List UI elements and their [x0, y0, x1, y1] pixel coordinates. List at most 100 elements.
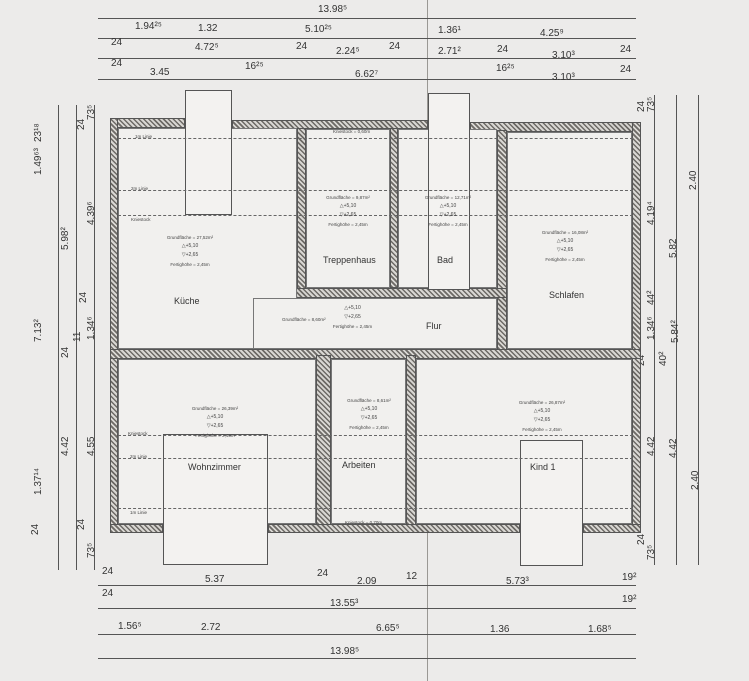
dim-label: 13.98⁵ — [330, 646, 360, 657]
finished-height: Fertighöhe = 2,45m — [195, 433, 235, 438]
dim-label: 6.65⁵ — [376, 623, 400, 634]
room-name: Bad — [437, 255, 454, 265]
dim-label: 23¹⁸ — [33, 123, 44, 142]
dim-label: 2.40 — [688, 170, 699, 190]
eaves-height: ▽+2,65 — [556, 247, 574, 253]
dim-label: 24 — [60, 346, 71, 358]
room-area: Grundfläche = 16,08m² — [541, 230, 589, 235]
line-label: 1m Linie — [130, 510, 148, 515]
room-arbeiten — [331, 359, 406, 524]
eaves-height: ▽+2,65 — [533, 417, 551, 423]
ridge-height: △+5,10 — [360, 406, 378, 412]
finished-height: Fertighöhe = 2,45m — [170, 262, 210, 267]
room-treppenhaus — [306, 129, 390, 288]
room-info-bad: Grundfläche = 12,71m² △+5,10 ▽+2,65 Fert… — [408, 193, 488, 229]
dim-label: 1.36¹ — [438, 25, 461, 36]
room-area: Grundfläche = 12,71m² — [424, 195, 472, 200]
dim-label: 4.42 — [646, 436, 657, 456]
dim-label: 2.24⁵ — [336, 46, 360, 57]
dim-label: 5.82 — [668, 238, 679, 258]
line-label: Kniestock — [131, 217, 151, 222]
eaves-height: ▽+2,65 — [439, 212, 457, 218]
dim-label: 24 — [620, 44, 632, 55]
dim-label: 5.98² — [60, 227, 71, 250]
dim-label: 73⁵ — [86, 104, 97, 120]
line-label: 2m Linie — [130, 454, 148, 459]
dim-label: 16²⁵ — [496, 63, 515, 74]
dim-label: 40² — [658, 351, 669, 366]
room-info-schlafen: Grundfläche = 16,08m² △+5,10 ▽+2,65 Fert… — [525, 228, 605, 264]
room-info-kueche: Grundfläche = 27,52m² △+5,10 ▽+2,65 Fert… — [150, 233, 230, 269]
dim-label: 19² — [622, 594, 637, 605]
ridge-height: △+5,10 — [533, 408, 551, 414]
dim-label: 24 — [76, 518, 87, 530]
dim-label: 73⁵ — [86, 542, 97, 558]
dim-label: 24 — [111, 37, 123, 48]
dim-label: 24 — [636, 533, 647, 545]
finished-height: Fertighöhe = 2,45m — [545, 257, 585, 262]
dim-label: 24 — [102, 566, 114, 577]
dim-label: 4.55 — [86, 436, 97, 456]
room-info-kind1: Grundfläche = 26,87m² △+5,10 ▽+2,65 Fert… — [502, 398, 582, 434]
room-area: Grundfläche = 26,39m² — [191, 406, 239, 411]
dim-label: 2.72 — [201, 622, 221, 633]
finished-height: Fertighöhe = 2,45m — [332, 324, 373, 329]
dim-label: 2.09 — [357, 576, 377, 587]
dim-label: 24 — [78, 291, 89, 303]
dim-label: 4.42 — [668, 438, 679, 458]
ridge-height: △+5,10 — [556, 238, 574, 244]
eaves-height: ▽+2,65 — [344, 314, 361, 320]
dim-label: 1.36 — [490, 624, 510, 635]
ridge-height: △+5,10 — [439, 203, 457, 209]
dim-label: 24 — [30, 523, 41, 535]
room-name: Arbeiten — [342, 460, 376, 470]
dim-label: 12 — [406, 571, 418, 582]
dim-label: 24 — [76, 118, 87, 130]
dim-label: 4.72⁵ — [195, 42, 219, 53]
room-info-flur: △+5,10 ▽+2,65 Fertighöhe = 2,45m — [330, 304, 375, 331]
eaves-height: ▽+2,65 — [206, 423, 224, 429]
dim-label: 6.62⁷ — [355, 69, 379, 80]
finished-height: Fertighöhe = 2,45m — [522, 427, 562, 432]
room-area: Grundfläche = 27,52m² — [166, 235, 214, 240]
finished-height: Fertighöhe = 2,45m — [328, 222, 368, 227]
dormer-kind1 — [520, 440, 583, 566]
dormer-wohnzimmer — [163, 434, 268, 565]
room-flur — [253, 298, 497, 349]
dim-label: 1.94²⁵ — [135, 21, 162, 32]
eaves-height: ▽+2,65 — [360, 415, 378, 421]
room-area: Grundfläche = 8,60m² — [282, 317, 326, 322]
line-label: Kniestock = 0,60m — [333, 129, 371, 134]
dim-label: 24 — [497, 44, 509, 55]
dim-label: 11 — [72, 331, 83, 342]
dim-label: 1.34⁶ — [86, 316, 97, 340]
dim-label: 73⁵ — [646, 96, 657, 112]
dim-label: 1.37¹⁴ — [33, 467, 44, 495]
dim-label: 1.56⁵ — [118, 621, 142, 632]
dim-label: 73⁵ — [646, 544, 657, 560]
room-schlafen — [507, 132, 632, 349]
dim-label: 24 — [102, 588, 114, 599]
room-name: Schlafen — [549, 290, 585, 300]
dim-label: 5.84² — [670, 320, 681, 343]
dim-label: 1.34⁶ — [646, 316, 657, 340]
finished-height: Fertighöhe = 2,45m — [428, 222, 468, 227]
dim-label: 4.39⁶ — [86, 201, 97, 225]
dim-label: 1.32 — [198, 23, 218, 34]
dormer-kueche — [185, 90, 232, 215]
dim-label: 2.40 — [690, 470, 701, 490]
dormer-bad — [428, 93, 470, 290]
dim-label: 16²⁵ — [245, 61, 264, 72]
dim-label: 4.25⁹ — [540, 28, 564, 39]
line-label: 1m Linie — [135, 134, 153, 139]
dim-label: 24 — [620, 64, 632, 75]
dim-label: 13.55³ — [330, 598, 359, 609]
room-name: Küche — [174, 296, 200, 306]
dim-label: 24 — [389, 41, 401, 52]
room-name: Kind 1 — [530, 462, 556, 472]
dim-label: 3.10³ — [552, 50, 575, 61]
dim-label: 1.49⁶³ — [33, 148, 44, 175]
ridge-height: △+5,10 — [339, 203, 357, 209]
room-info-arbeiten: Grundfläche = 8,61m² △+5,10 ▽+2,65 Ferti… — [329, 396, 409, 432]
dim-label: 24 — [296, 41, 308, 52]
